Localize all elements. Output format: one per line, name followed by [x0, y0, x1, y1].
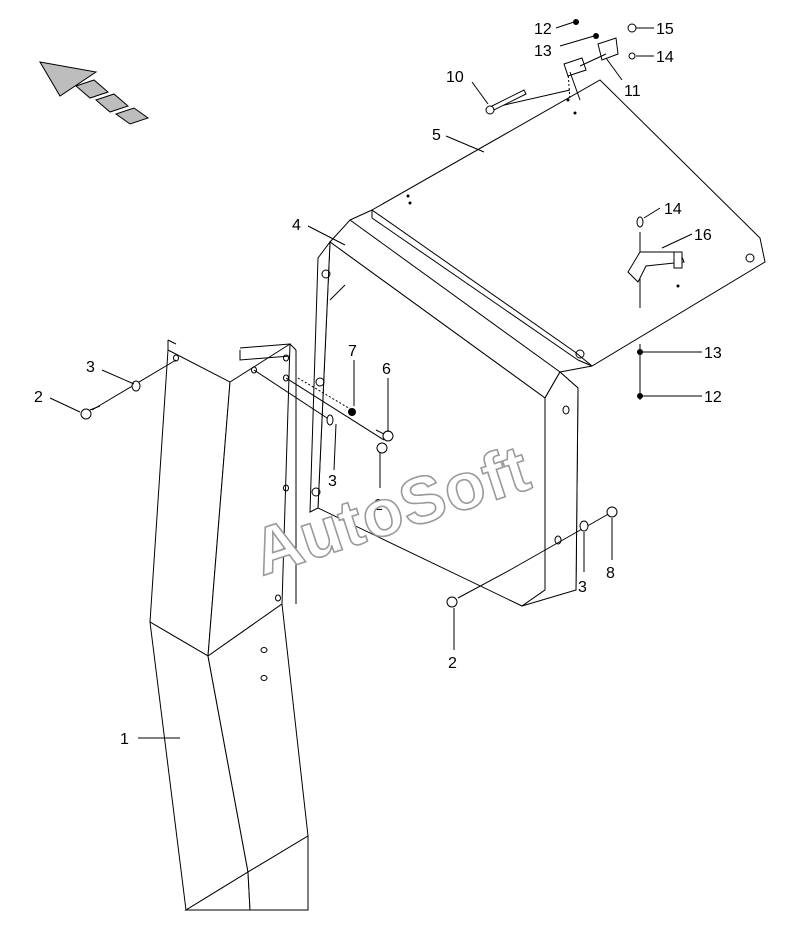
fasteners — [80, 19, 685, 608]
callout-10: 10 — [446, 69, 464, 86]
callout-14-mid: 14 — [664, 201, 682, 218]
callout-3-left: 3 — [86, 359, 95, 376]
part-4-hood-box — [309, 209, 593, 607]
callout-5: 5 — [432, 127, 441, 144]
callout-6: 6 — [382, 361, 391, 378]
part-5-top-cover — [371, 79, 766, 367]
part-1-side-panel — [149, 339, 309, 911]
callout-13-top: 13 — [534, 43, 552, 60]
callout-leaders — [49, 21, 702, 739]
callout-12-top: 12 — [534, 21, 552, 38]
forward-direction-arrow-icon — [39, 61, 150, 125]
callout-4: 4 — [292, 217, 301, 234]
callout-2-center: 2 — [374, 497, 383, 514]
callout-13-right: 13 — [704, 345, 722, 362]
callout-2-left: 2 — [34, 389, 43, 406]
callout-labels: 1 2 2 2 3 3 3 4 5 6 7 8 10 11 12 12 13 1… — [34, 21, 722, 748]
callout-16: 16 — [694, 227, 712, 244]
callout-2-lower: 2 — [448, 655, 457, 672]
callout-3-right: 3 — [578, 579, 587, 596]
callout-14-top: 14 — [656, 49, 674, 66]
callout-8: 8 — [606, 565, 615, 582]
callout-1: 1 — [120, 731, 129, 748]
callout-7: 7 — [348, 343, 357, 360]
callout-12-right: 12 — [704, 389, 722, 406]
callout-3-center: 3 — [328, 473, 337, 490]
callout-15: 15 — [656, 21, 674, 38]
callout-11: 11 — [624, 83, 641, 100]
